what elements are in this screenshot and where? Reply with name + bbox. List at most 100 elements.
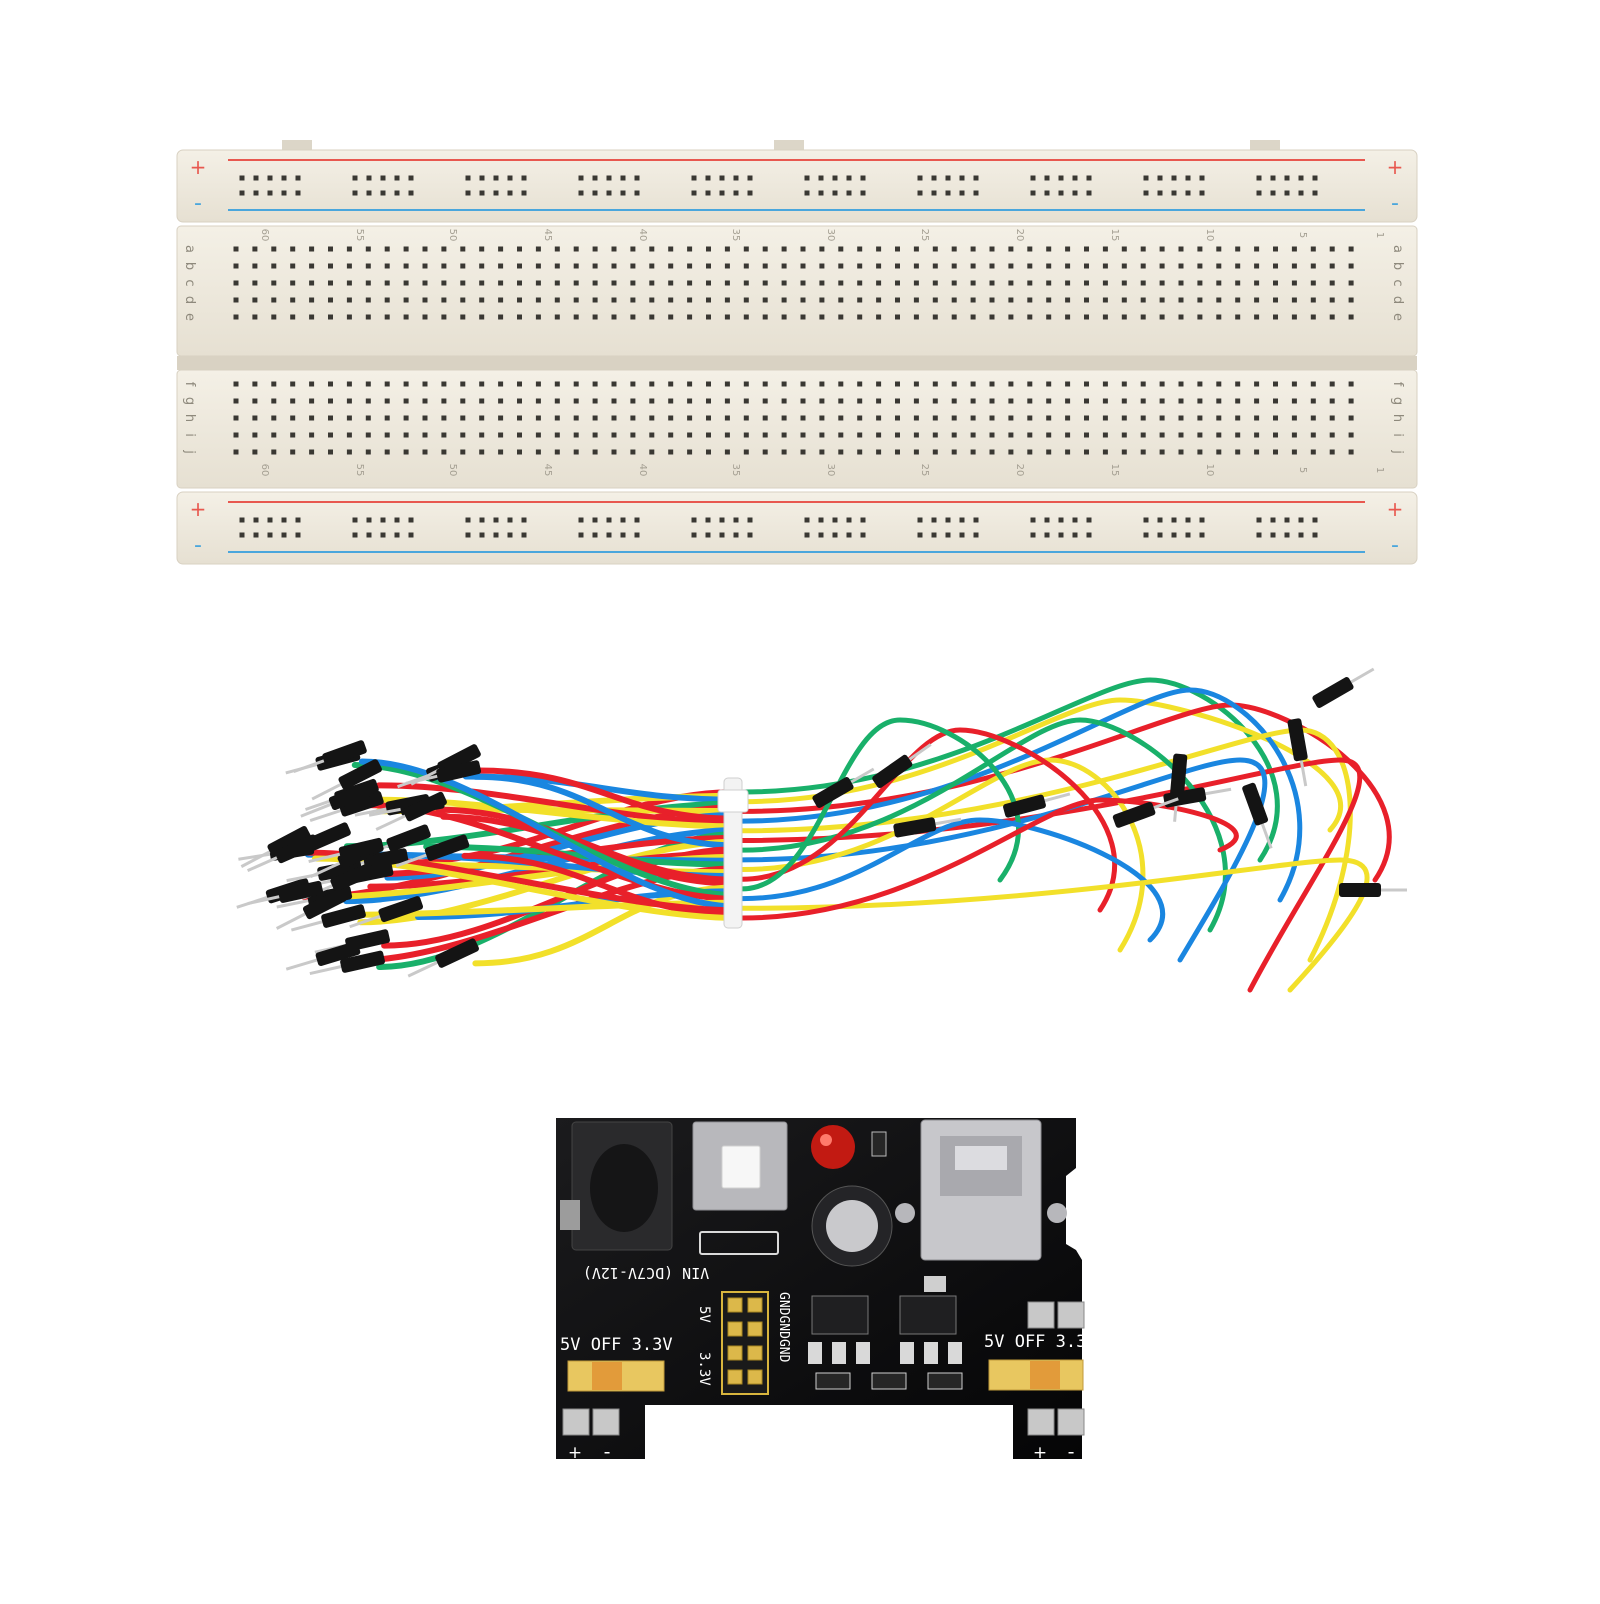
power-led	[811, 1125, 855, 1169]
hole	[554, 432, 560, 438]
hole	[1178, 246, 1184, 252]
hole	[403, 314, 409, 320]
rail-hole	[479, 517, 485, 523]
hole	[1084, 263, 1089, 269]
hole	[1008, 314, 1014, 320]
rail-hole	[408, 175, 414, 181]
wire-plug	[1003, 792, 1071, 818]
jumper-wire	[739, 687, 1303, 903]
hole	[1121, 381, 1127, 387]
hole	[535, 246, 541, 252]
hole	[346, 432, 352, 438]
hole	[876, 398, 882, 404]
hole	[1178, 381, 1184, 387]
rail-hole	[1284, 517, 1290, 523]
wire-plug	[1163, 787, 1232, 808]
hole	[1348, 280, 1354, 286]
rail-hole	[1044, 175, 1050, 181]
hole	[403, 381, 409, 387]
rail-hole	[352, 517, 358, 523]
hole	[762, 381, 768, 387]
hole	[328, 398, 333, 404]
hole	[611, 280, 617, 286]
rail-hole	[860, 517, 866, 523]
header-label-5v: 5V	[696, 1306, 712, 1323]
hole	[1254, 398, 1260, 404]
hole	[1216, 314, 1222, 320]
rail-hole	[691, 517, 697, 523]
rail-hole	[380, 175, 386, 181]
hole	[970, 314, 976, 320]
hole	[517, 297, 522, 303]
rail-hole	[1284, 175, 1290, 181]
rail-hole	[818, 532, 824, 538]
hole	[724, 297, 730, 303]
hole	[271, 246, 277, 252]
hole	[517, 246, 522, 252]
hole	[611, 449, 617, 455]
left-plus-label: +	[568, 1443, 582, 1463]
column-number: 10	[1204, 464, 1215, 477]
hole	[687, 280, 693, 286]
rail-hole	[606, 190, 612, 196]
hole	[611, 246, 617, 252]
hole	[498, 381, 504, 387]
hole	[1216, 297, 1222, 303]
jumper-wire	[461, 852, 739, 918]
rail-minus-sign: -	[1391, 533, 1399, 558]
hole	[649, 246, 655, 252]
hole	[1084, 297, 1089, 303]
rail-hole	[620, 175, 626, 181]
rail-hole	[493, 175, 499, 181]
hole	[611, 432, 617, 438]
header-pin	[727, 1345, 743, 1361]
hole	[687, 314, 693, 320]
hole	[1102, 398, 1108, 404]
hole	[1102, 432, 1108, 438]
hole	[328, 246, 333, 252]
hole	[857, 449, 863, 455]
hole	[365, 449, 371, 455]
hole	[1121, 246, 1127, 252]
smd-component	[948, 1342, 962, 1364]
hole	[762, 263, 768, 269]
hole	[1273, 246, 1278, 252]
rail-hole	[1298, 517, 1304, 523]
hole	[989, 381, 995, 387]
rail-plus-sign: +	[1387, 155, 1404, 179]
gnd-label: GNDGNDGND	[776, 1292, 791, 1363]
rail-hole	[521, 190, 527, 196]
hole	[535, 449, 541, 455]
rail-hole	[747, 517, 753, 523]
hole	[1121, 415, 1127, 421]
rail-hole	[634, 517, 640, 523]
hole	[1159, 263, 1165, 269]
rail-hole	[846, 190, 852, 196]
hole	[1102, 314, 1108, 320]
smd-resistor	[815, 1372, 851, 1390]
hole	[989, 246, 995, 252]
hole	[781, 314, 787, 320]
right-minus-label: -	[1068, 1441, 1075, 1463]
hole	[328, 314, 333, 320]
rail-hole	[592, 517, 598, 523]
hole	[1065, 314, 1071, 320]
hole	[668, 449, 674, 455]
header-pins	[727, 1297, 763, 1385]
hole	[498, 246, 504, 252]
hole	[649, 449, 655, 455]
hole	[346, 297, 352, 303]
rail-hole	[1199, 517, 1205, 523]
hole	[290, 280, 296, 286]
hole	[989, 415, 995, 421]
hole	[460, 297, 466, 303]
hole	[403, 297, 409, 303]
dc-jack-socket	[590, 1144, 658, 1232]
hole	[989, 263, 995, 269]
wire-plug	[309, 950, 385, 976]
hole	[441, 432, 447, 438]
rail-hole	[620, 532, 626, 538]
hole	[460, 280, 466, 286]
hole	[1046, 381, 1052, 387]
